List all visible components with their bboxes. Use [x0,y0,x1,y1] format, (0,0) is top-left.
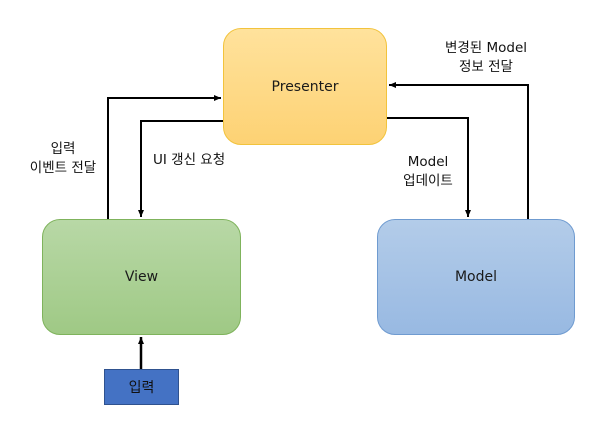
edge-label-line: 정보 전달 [459,59,513,75]
edge-label-line: 변경된 Model [444,40,528,56]
view-node: View [42,219,241,335]
edge-label-ui-update: UI 갱신 요청 [153,151,225,170]
edge-label-line: 입력 [50,141,76,157]
edge-label-line: Model [407,154,449,170]
model-node: Model [377,219,575,335]
input-label: 입력 [128,380,155,396]
edge-label-model-changed: 변경된 Model 정보 전달 [432,39,540,77]
edge-label-input-event: 입력 이벤트 전달 [18,140,108,178]
model-label: Model [454,269,498,285]
edge-label-model-update: Model 업데이트 [396,153,460,191]
view-label: View [124,269,159,285]
edge-label-text: UI 갱신 요청 [153,152,226,168]
input-node: 입력 [104,369,179,405]
presenter-label: Presenter [271,78,339,95]
arrow-presenter-to-view [138,120,223,217]
arrow-presenter-to-model [387,117,471,217]
arrow-view-to-presenter [107,95,221,219]
arrow-model-to-presenter [389,82,529,219]
edge-label-line: 업데이트 [403,173,453,189]
edge-label-line: 이벤트 전달 [29,160,97,176]
presenter-node: Presenter [223,28,387,145]
